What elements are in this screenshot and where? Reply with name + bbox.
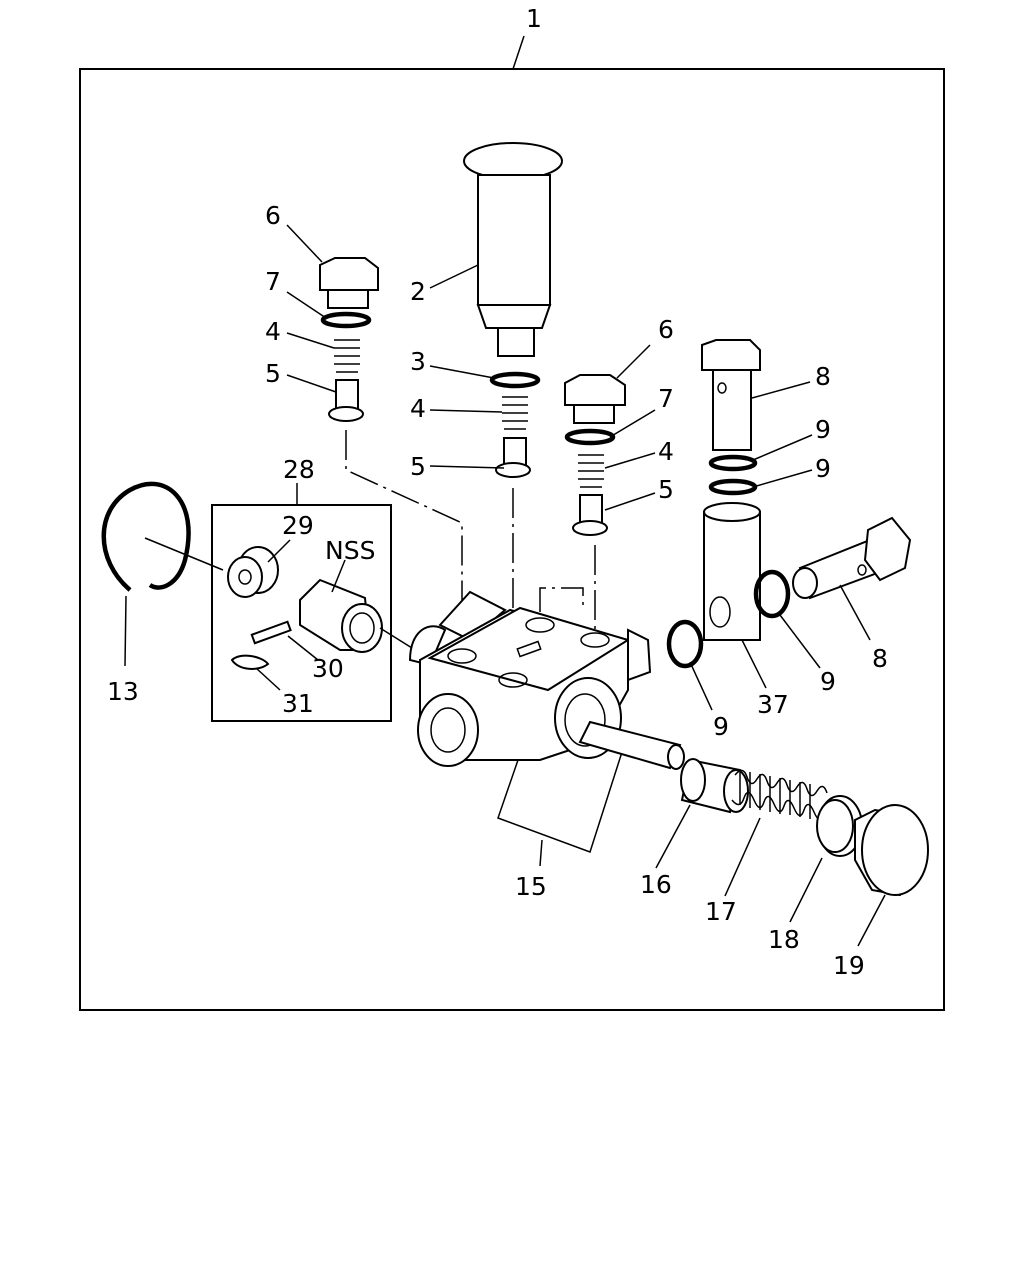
cap-19 (854, 804, 929, 897)
plunger-rod (578, 720, 685, 770)
callout-16: 16 (640, 870, 672, 899)
callout-37: 37 (757, 690, 789, 719)
kit-frame (211, 504, 392, 722)
callout-7: 7 (265, 267, 281, 296)
callout-28: 28 (283, 455, 315, 484)
leader-lines (124, 224, 886, 947)
nss-fitting (299, 578, 413, 653)
banjo-bolt-8-top (701, 339, 761, 496)
piston-16 (680, 758, 749, 814)
callout-8: 8 (815, 362, 831, 391)
callout-17: 17 (705, 897, 737, 926)
callout-5: 5 (410, 452, 426, 481)
callout-labels: 1 2 3 4 4 4 5 5 5 6 6 7 7 8 8 9 9 9 9 13… (107, 4, 888, 980)
callout-1: 1 (526, 4, 542, 33)
assembly-frame (79, 68, 945, 1011)
callout-4: 4 (658, 437, 674, 466)
clip-31 (230, 654, 270, 670)
callout-29: 29 (282, 511, 314, 540)
valve-stack-left (319, 257, 379, 422)
snap-ring-13 (101, 481, 224, 592)
callout-2: 2 (410, 277, 426, 306)
valve-stack-center (463, 142, 563, 478)
callout-nss: NSS (325, 536, 375, 565)
callout-9: 9 (815, 415, 831, 444)
callout-31: 31 (282, 689, 314, 718)
callout-7: 7 (658, 384, 674, 413)
banjo-bolt-8-side (792, 516, 912, 600)
callout-4: 4 (265, 317, 281, 346)
valve-stack-right (564, 374, 626, 536)
spring-17 (731, 769, 828, 821)
callout-6: 6 (265, 201, 281, 230)
callout-15: 15 (515, 872, 547, 901)
callout-5: 5 (658, 475, 674, 504)
callout-3: 3 (410, 347, 426, 376)
callout-9: 9 (820, 667, 836, 696)
callout-18: 18 (768, 925, 800, 954)
callout-5: 5 (265, 359, 281, 388)
callout-30: 30 (312, 654, 344, 683)
callout-8: 8 (872, 644, 888, 673)
pump-body-15 (408, 590, 652, 867)
callout-4: 4 (410, 394, 426, 423)
callout-9: 9 (713, 712, 729, 741)
spacer-29 (227, 546, 279, 598)
banjo-fitting-37 (666, 502, 791, 669)
pin-30 (250, 620, 292, 645)
callout-6: 6 (658, 315, 674, 344)
callout-9: 9 (815, 454, 831, 483)
callout-19: 19 (833, 951, 865, 980)
gasket-18 (816, 795, 863, 857)
callout-13: 13 (107, 677, 139, 706)
